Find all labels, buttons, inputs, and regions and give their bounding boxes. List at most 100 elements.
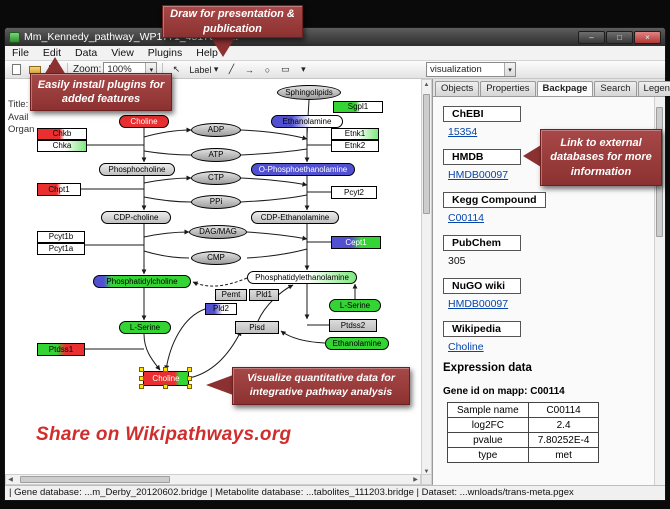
pathway-node-pld1[interactable]: Pld1 — [249, 289, 279, 301]
selection-handle[interactable] — [163, 367, 168, 372]
scroll-left-icon[interactable]: ◀ — [8, 477, 13, 483]
pathway-node-pcyt1b[interactable]: Pcyt1b — [37, 231, 85, 243]
pathway-node-phosphatidylcholine[interactable]: Phosphatidylcholine — [93, 275, 191, 288]
pathway-node-etnk1[interactable]: Etnk1 — [331, 128, 379, 140]
tab-legend[interactable]: Legend — [637, 81, 670, 96]
table-cell: log2FC — [447, 417, 529, 433]
menu-help[interactable]: Help — [196, 47, 218, 59]
pathway-node-phosphocholine[interactable]: Phosphocholine — [99, 163, 175, 176]
pathway-node-pemt[interactable]: Pemt — [215, 289, 247, 301]
pathway-node-pld2[interactable]: Pld2 — [205, 303, 237, 315]
rect-tool-button[interactable]: ▭ — [281, 64, 290, 74]
pathway-node-atp[interactable]: ATP — [191, 148, 241, 162]
pathway-node-chka[interactable]: Chka — [37, 140, 87, 152]
pathway-node-phosphatidylethanolamine[interactable]: Phosphatidylethanolamine — [247, 271, 357, 284]
pathway-node-cmp[interactable]: CMP — [191, 251, 241, 265]
pathway-node-chkb[interactable]: Chkb — [37, 128, 87, 140]
scrollbar-thumb[interactable] — [20, 476, 170, 483]
pathway-node-pcyt2[interactable]: Pcyt2 — [331, 186, 377, 199]
close-button[interactable]: × — [634, 30, 661, 44]
backpage-db-link[interactable]: HMDB00097 — [448, 298, 509, 310]
pathway-node-dag-mag[interactable]: DAG/MAG — [189, 225, 247, 239]
menu-plugins[interactable]: Plugins — [147, 47, 183, 59]
selection-handle[interactable] — [139, 376, 144, 381]
pathway-node-cept1[interactable]: Cept1 — [331, 236, 381, 249]
selected-pathway-node[interactable]: Choline — [139, 367, 192, 389]
backpage-db-link[interactable]: C00114 — [448, 212, 485, 224]
pathway-node-pisd[interactable]: Pisd — [235, 321, 279, 334]
table-cell: type — [447, 447, 529, 463]
chevron-down-icon[interactable]: ▾ — [504, 63, 515, 76]
pathway-node-ppi[interactable]: PPi — [191, 195, 241, 209]
chevron-down-icon[interactable]: ▾ — [145, 63, 157, 76]
selection-handle[interactable] — [139, 367, 144, 372]
pathway-node-choline[interactable]: Choline — [119, 115, 169, 128]
minimize-button[interactable]: – — [578, 30, 605, 44]
tab-objects[interactable]: Objects — [435, 81, 480, 96]
gene-id-on-mapp: Gene id on mapp: C00114 — [443, 386, 565, 397]
menu-edit[interactable]: Edit — [42, 47, 62, 59]
pathway-node-etnk2[interactable]: Etnk2 — [331, 140, 379, 152]
backpage-db-header: Kegg Compound — [443, 192, 546, 208]
backpage-db-header: Wikipedia — [443, 321, 521, 337]
canvas-pane: Title: Avail Organ — [5, 79, 432, 485]
pathway-node-ptdss1[interactable]: Ptdss1 — [37, 343, 85, 356]
label-tool-button[interactable]: Label ▾ — [186, 62, 221, 77]
canvas-horizontal-scrollbar[interactable]: ◀ ▶ — [5, 474, 421, 485]
canvas-vertical-scrollbar[interactable]: ▲ ▼ — [421, 79, 432, 477]
table-cell: Sample name — [447, 402, 529, 418]
app-window: Mm_Kennedy_pathway_WP1771_45176.gp... – … — [4, 27, 670, 501]
pathway-node-l-serine-right[interactable]: L-Serine — [329, 299, 381, 312]
selection-handle[interactable] — [163, 384, 168, 389]
pathway-node-chpt1[interactable]: Chpt1 — [37, 183, 81, 196]
pathway-node-l-serine-left[interactable]: L-Serine — [119, 321, 171, 334]
titlebar[interactable]: Mm_Kennedy_pathway_WP1771_45176.gp... – … — [5, 28, 665, 46]
selection-handle[interactable] — [187, 384, 192, 389]
pathway-node-sphingolipids[interactable]: Sphingolipids — [277, 85, 341, 100]
pathway-node-pcyt1a[interactable]: Pcyt1a — [37, 243, 85, 255]
visualization-combobox[interactable]: visualization ▾ — [426, 62, 516, 77]
pathway-node-sgpl1[interactable]: Sgpl1 — [333, 101, 383, 113]
label-tool-text: Label — [189, 64, 212, 75]
pathway-node-o-phosphoethanolamine[interactable]: O-Phosphoethanolamine — [251, 163, 355, 176]
pathway-node-ethanolamine[interactable]: Ethanolamine — [271, 115, 343, 128]
scroll-right-icon[interactable]: ▶ — [413, 477, 418, 483]
select-tool-button[interactable]: ↖ — [172, 64, 181, 74]
scroll-down-icon[interactable]: ▼ — [423, 468, 430, 475]
backpage-db-link[interactable]: 15354 — [448, 126, 478, 138]
pathway-canvas[interactable]: Title: Avail Organ — [5, 79, 421, 477]
new-file-icon — [11, 64, 21, 75]
pathway-node-ethanolamine-bottom[interactable]: Ethanolamine — [325, 337, 389, 350]
menu-view[interactable]: View — [111, 47, 134, 59]
pathway-node-cdp-choline[interactable]: CDP-choline — [101, 211, 171, 224]
tab-properties[interactable]: Properties — [480, 81, 536, 96]
tab-backpage[interactable]: Backpage — [536, 81, 594, 96]
scrollbar-thumb[interactable] — [423, 94, 430, 214]
pathway-node-cdp-ethanolamine[interactable]: CDP-Ethanolamine — [251, 211, 339, 224]
selection-handle[interactable] — [139, 384, 144, 389]
oval-tool-button[interactable]: ○ — [264, 64, 271, 75]
line-tool-button[interactable]: ╱ — [228, 64, 235, 74]
backpage-section-pubchem: PubChem 305 — [443, 233, 651, 267]
backpage-section-chebi: ChEBI 15354 — [443, 104, 651, 138]
arrow-tool-button[interactable]: → — [244, 64, 254, 75]
new-file-button[interactable] — [8, 62, 24, 77]
selection-handle[interactable] — [187, 367, 192, 372]
scroll-up-icon[interactable]: ▲ — [423, 81, 430, 88]
callout-visualize-data: Visualize quantitative data for integrat… — [232, 367, 410, 405]
selection-handle[interactable] — [187, 376, 192, 381]
visualization-value: visualization — [430, 64, 482, 75]
menu-file[interactable]: File — [12, 47, 29, 59]
pathway-node-adp[interactable]: ADP — [191, 123, 241, 137]
backpage-db-link[interactable]: Choline — [448, 341, 484, 353]
maximize-button[interactable]: □ — [606, 30, 633, 44]
backpage-db-value: 305 — [448, 255, 466, 267]
backpage-db-link[interactable]: HMDB00097 — [448, 169, 509, 181]
tab-search[interactable]: Search — [594, 81, 637, 96]
pathway-node-ctp[interactable]: CTP — [191, 171, 241, 185]
pathway-node-ptdss2[interactable]: Ptdss2 — [329, 319, 377, 332]
menu-data[interactable]: Data — [75, 47, 98, 59]
backpage-db-header: ChEBI — [443, 106, 521, 122]
shapes-dropdown-button[interactable]: ▾ — [301, 64, 306, 74]
table-row: Sample name C00114 — [447, 402, 600, 418]
